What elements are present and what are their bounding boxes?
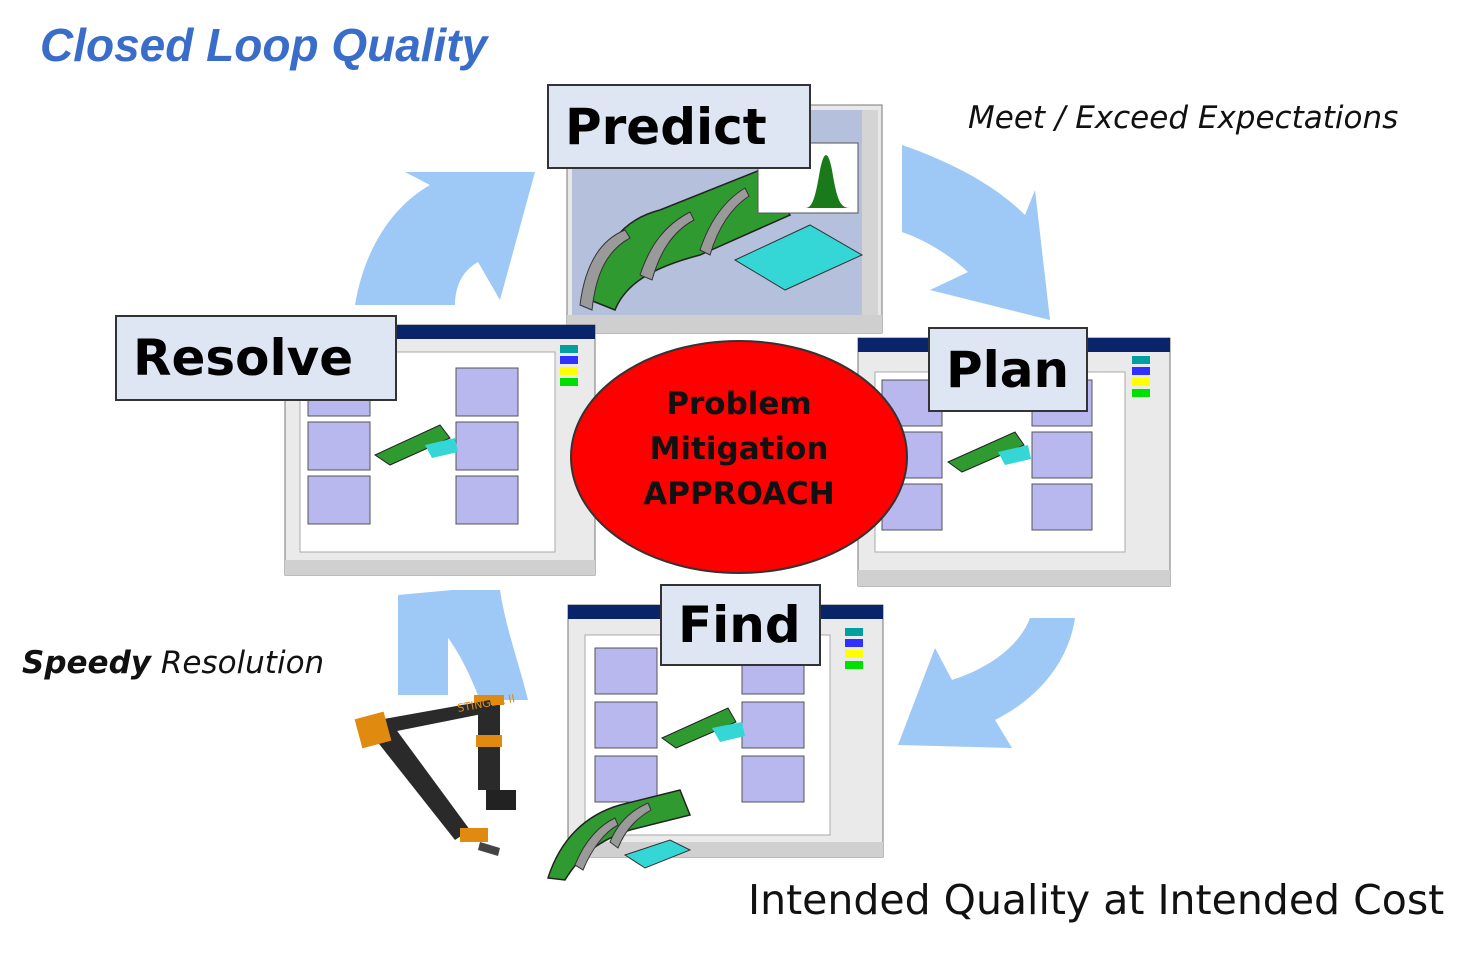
stage-resolve-label: Resolve	[115, 315, 397, 401]
stage-predict-label: Predict	[547, 84, 811, 169]
arrow-resolve-to-predict	[355, 172, 535, 305]
cycle-arrows	[355, 145, 1075, 748]
center-line-2: Mitigation	[649, 431, 829, 467]
arrow-predict-to-plan	[902, 145, 1050, 320]
center-line-3: APPROACH	[643, 476, 835, 512]
speedy-bold: Speedy	[22, 645, 151, 681]
speedy-resolution-note: Speedy Resolution	[22, 645, 324, 681]
measurement-arm: STINGER II	[354, 692, 516, 856]
speedy-rest: Resolution	[150, 645, 325, 681]
part-illustration	[547, 789, 692, 881]
center-ellipse	[570, 340, 908, 574]
meet-expectations-note: Meet / Exceed Expectations	[968, 100, 1399, 136]
center-approach-text: Problem Mitigation APPROACH	[570, 382, 908, 517]
bottom-caption: Intended Quality at Intended Cost	[748, 876, 1445, 924]
stage-plan-label: Plan	[928, 327, 1088, 412]
stage-find-label: Find	[660, 584, 821, 666]
page-title: Closed Loop Quality	[40, 19, 488, 71]
arrow-plan-to-find	[898, 618, 1075, 748]
center-line-1: Problem	[666, 386, 812, 422]
